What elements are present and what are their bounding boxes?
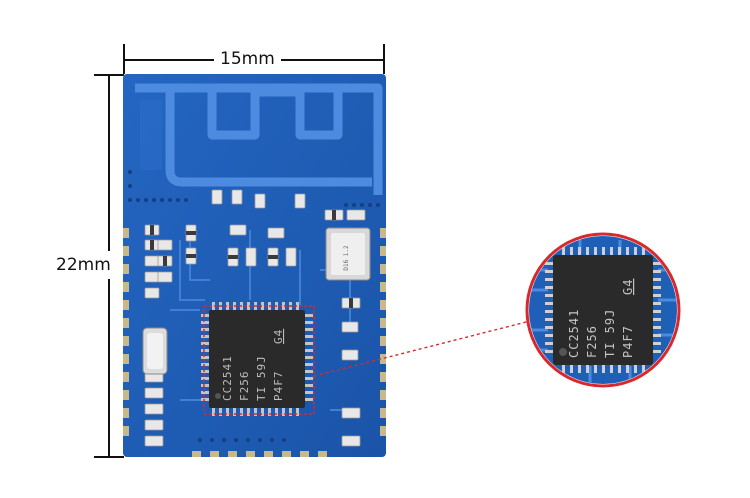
chip-marking-2: F256 [238,371,251,402]
chip-zoom-view: CC2541 F256 TI 59J P4F7 G4 [525,232,681,388]
zoom-connector-line [313,319,535,377]
chip-on-board: CC2541 F256 TI 59J P4F7 G4 [201,302,315,416]
chip-marking-suffix: G4 [272,329,285,344]
chip-marking-1: CC2541 [221,355,234,401]
chip-marking-4: P4F7 [272,371,285,402]
width-label: 15mm [214,49,281,69]
zoom-chip-marking-1: CC2541 [567,309,581,358]
zoom-chip-marking-3: TI 59J [603,309,617,358]
zoom-chip-marking-suffix: G4 [621,279,635,295]
crystal-large: D16 1.2 [325,227,371,281]
zoom-chip-marking-2: F256 [585,325,599,358]
passive-components [144,189,366,447]
chip-highlight-box [203,305,315,415]
crystal-small [142,327,168,375]
zoom-chip-marking-4: P4F7 [621,325,635,358]
height-label: 22mm [56,251,111,279]
pcb-board: D16 1.2 [123,74,386,457]
chip-marking-3: TI 59J [255,355,268,401]
antenna-trace [135,83,383,195]
crystal-marking: D16 1.2 [343,245,350,271]
